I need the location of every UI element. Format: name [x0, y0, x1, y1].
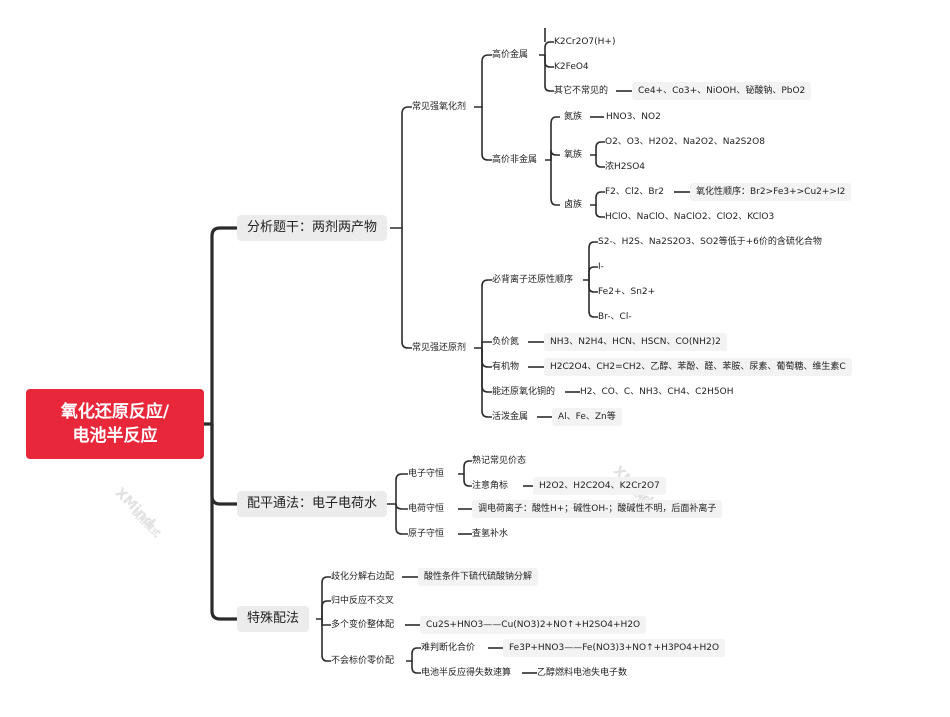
topic-atom-conservation[interactable]: 原子守恒 — [408, 529, 445, 539]
topic-ion-order[interactable]: 必背离子还原性顺序 — [492, 275, 574, 285]
topic-reductants[interactable]: 常见强还原剂 — [412, 343, 467, 353]
root-title-line1: 氧化还原反应/ — [60, 402, 170, 422]
topic-hard-valence[interactable]: 难判断化合价 — [421, 643, 476, 653]
item-common-valence[interactable]: 熟记常见价态 — [472, 456, 527, 466]
topic-organic[interactable]: 有机物 — [492, 362, 520, 372]
value-rare-oxidants[interactable]: Ce4+、Co3+、NiOOH、铋酸钠、PbO2 — [632, 82, 812, 100]
topic-battery-half[interactable]: 电池半反应得失数速算 — [421, 668, 512, 678]
topic-charge-conservation[interactable]: 电荷守恒 — [408, 504, 445, 514]
topic-zero-valence[interactable]: 不会标价零价配 — [331, 656, 395, 666]
item-ion-2[interactable]: I- — [598, 262, 604, 272]
item-subscript[interactable]: 注意角标 — [472, 481, 509, 491]
topic-high-nonmetal[interactable]: 高价非金属 — [492, 155, 538, 165]
value-reduce-cuo[interactable]: H2、CO、C、NH3、CH4、C2H5OH — [580, 387, 734, 397]
value-oxidizing-order[interactable]: 氧化性顺序：Br2>Fe3+>Cu2+>I2 — [690, 183, 852, 201]
value-organic[interactable]: H2C2O4、CH2=CH2、乙醇、苯酚、醛、苯胺、尿素、葡萄糖、维生素C — [544, 358, 852, 376]
topic-oxygen-group[interactable]: 氧族 — [564, 150, 583, 160]
value-hard-valence[interactable]: Fe3P+HNO3——Fe(NO3)3+NO↑+H3PO4+H2O — [503, 639, 726, 657]
topic-oxidants[interactable]: 常见强氧化剂 — [412, 102, 467, 112]
item-k2feo4[interactable]: K2FeO4 — [554, 62, 589, 72]
topic-comproportionation[interactable]: 归中反应不交叉 — [331, 596, 395, 606]
topic-halogen-group[interactable]: 卤族 — [564, 200, 583, 210]
topic-disproportionation[interactable]: 歧化分解右边配 — [331, 572, 395, 582]
topic-special[interactable]: 特殊配法 — [237, 606, 310, 632]
value-active-metal[interactable]: Al、Fe、Zn等 — [552, 408, 622, 426]
root-topic[interactable]: 氧化还原反应/ 电池半反应 — [26, 389, 204, 459]
item-ion-3[interactable]: Fe2+、Sn2+ — [598, 287, 656, 297]
root-title-line2: 电池半反应 — [72, 426, 158, 446]
value-battery-half[interactable]: 乙醇燃料电池失电子数 — [537, 668, 628, 678]
value-atom-conservation[interactable]: 查氢补水 — [472, 529, 509, 539]
topic-active-metal[interactable]: 活泼金属 — [492, 412, 529, 422]
item-halogen-1[interactable]: F2、Cl2、Br2 — [605, 187, 665, 197]
topic-neg-nitrogen[interactable]: 负价氮 — [492, 337, 520, 347]
topic-rare-oxidants[interactable]: 其它不常见的 — [554, 86, 609, 96]
topic-nitrogen-group[interactable]: 氮族 — [564, 112, 583, 122]
topic-balance[interactable]: 配平通法：电子电荷水 — [237, 491, 388, 517]
value-neg-nitrogen[interactable]: NH3、N2H4、HCN、HSCN、CO(NH2)2 — [544, 333, 727, 351]
value-charge-conservation[interactable]: 调电荷离子：酸性H+；碱性OH-；酸碱性不明，后面补离子 — [472, 500, 723, 518]
topic-analysis[interactable]: 分析题干：两剂两产物 — [237, 215, 388, 241]
item-oxygen-2[interactable]: 浓H2SO4 — [605, 162, 646, 172]
value-nitrogen-group[interactable]: HNO3、NO2 — [606, 112, 661, 122]
topic-multi-valence[interactable]: 多个变价整体配 — [331, 620, 395, 630]
item-oxygen-1[interactable]: O2、O3、H2O2、Na2O2、Na2S2O8 — [605, 137, 765, 147]
item-k2cr2o7[interactable]: K2Cr2O7(H+) — [554, 37, 616, 47]
topic-high-metal[interactable]: 高价金属 — [492, 50, 529, 60]
item-ion-1[interactable]: S2-、H2S、Na2S2O3、SO2等低于+6价的含硫化合物 — [598, 237, 822, 247]
value-multi-valence[interactable]: Cu2S+HNO3——Cu(NO3)2+NO↑+H2SO4+H2O — [420, 616, 647, 634]
item-ion-4[interactable]: Br-、Cl- — [598, 312, 632, 322]
item-halogen-2[interactable]: HClO、NaClO、NaClO2、ClO2、KClO3 — [605, 212, 775, 222]
topic-electron-conservation[interactable]: 电子守恒 — [408, 469, 445, 479]
value-disproportionation[interactable]: 酸性条件下硫代硫酸钠分解 — [418, 568, 539, 586]
value-subscript[interactable]: H2O2、H2C2O4、K2Cr2O7 — [533, 477, 666, 495]
topic-reduce-cuo[interactable]: 能还原氧化铜的 — [492, 387, 556, 397]
